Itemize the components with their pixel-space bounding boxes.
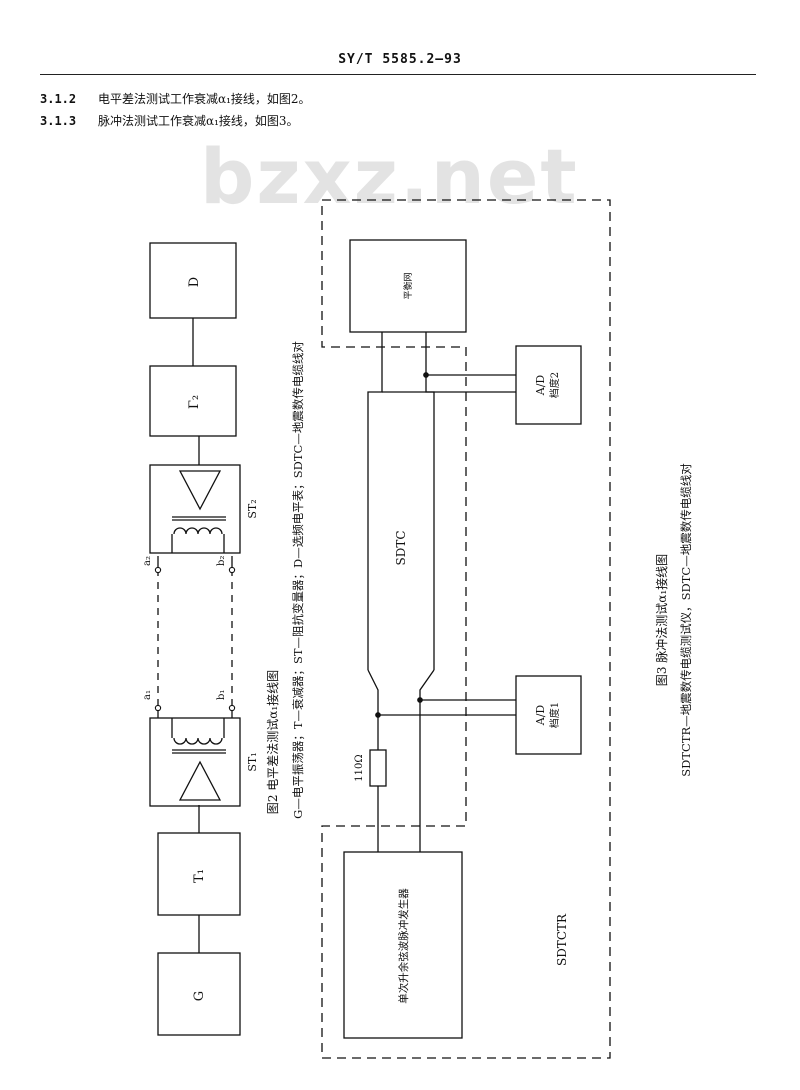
label-d: D — [187, 277, 202, 287]
paragraph-number: 3.1.3 — [40, 114, 77, 128]
label-balance-network: 平衡网 — [402, 272, 414, 299]
block-pulse-generator — [343, 851, 463, 1039]
block-d — [149, 242, 237, 319]
terminal-b2 — [228, 566, 236, 574]
label-ad2-line1: A/D — [534, 375, 547, 397]
paragraph-text: 电平差法测试工作衰减α₁接线，如图2。 — [98, 92, 311, 106]
terminal-b1 — [228, 704, 236, 712]
st1-coil — [173, 737, 223, 745]
st1-triangle — [178, 760, 222, 801]
sdtctr-boundary — [321, 199, 611, 1059]
label-st2: ST₂ — [246, 499, 259, 518]
watermark: bzxz.net — [200, 132, 579, 221]
fig2-legend: G—电平振荡器；T—衰减器；ST—阻抗变量器；D—选频电平表；SDTC—地震数传… — [291, 341, 305, 819]
terminal-a1 — [154, 704, 162, 712]
fig3-legend: SDTCTR—地震数传电缆测试仪，SDTC—地震数传电缆线对 — [679, 463, 693, 777]
resistor-110 — [369, 749, 387, 787]
block-ad2 — [515, 345, 582, 425]
paragraph-3-1-2: 3.1.2 电平差法测试工作衰减α₁接线，如图2。 — [40, 90, 311, 107]
label-a2: a₂ — [142, 556, 153, 566]
label-t1: T₁ — [192, 869, 207, 883]
label-ad1-line1: A/D — [534, 705, 547, 727]
document-header: SY/T 5585.2—93 — [338, 52, 462, 67]
label-sdtc: SDTC — [394, 530, 408, 565]
fig3-caption: 图3 脉冲法测试α₁接线图 — [654, 554, 669, 686]
label-st1: ST₁ — [246, 752, 259, 771]
st2-coil — [173, 527, 223, 535]
label-sdtctr: SDTCTR — [555, 913, 569, 966]
block-ad1 — [515, 675, 582, 755]
label-b1: b₁ — [216, 690, 227, 700]
label-a1: a₁ — [142, 690, 153, 700]
label-gamma2: Γ₂ — [187, 395, 202, 409]
paragraph-text: 脉冲法测试工作衰减α₁接线，如图3。 — [98, 114, 299, 128]
st2-triangle — [178, 470, 222, 511]
paragraph-number: 3.1.2 — [40, 92, 77, 106]
label-ad2-line2: 档度2 — [548, 372, 561, 398]
fig2-caption: 图2 电平差法测试α₁接线图 — [265, 670, 280, 814]
label-b2: b₂ — [216, 556, 227, 566]
label-pulse-generator: 单次升余弦波脉冲发生器 — [397, 888, 410, 1004]
block-st1 — [149, 717, 241, 807]
label-ad1-line2: 档度1 — [548, 702, 561, 728]
terminal-a2 — [154, 566, 162, 574]
label-resistor: 110Ω — [354, 754, 365, 781]
paragraph-3-1-3: 3.1.3 脉冲法测试工作衰减α₁接线，如图3。 — [40, 112, 299, 129]
block-st2 — [149, 464, 241, 554]
header-rule — [40, 74, 756, 75]
block-balance-network — [349, 239, 467, 333]
label-g: G — [192, 991, 207, 1001]
